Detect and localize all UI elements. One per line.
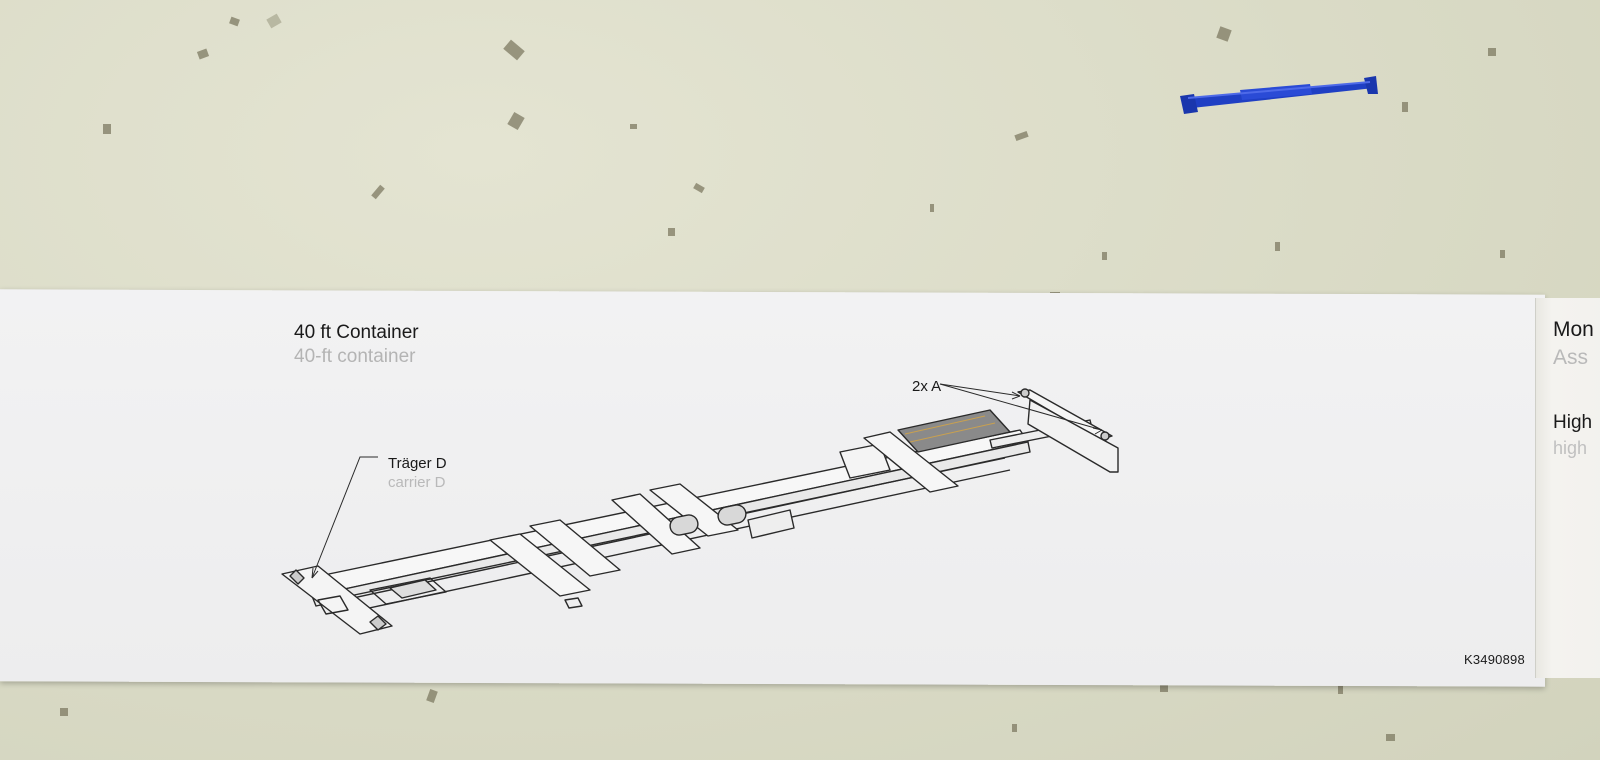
fleck (1102, 252, 1107, 260)
fleck (1338, 684, 1343, 694)
fleck (507, 111, 525, 131)
fleck (1386, 734, 1395, 741)
title-english: 40-ft container (294, 346, 416, 367)
part-a-label: 2x A (912, 378, 942, 395)
carrier-label-german: Träger D (388, 455, 447, 472)
next-sheet-line-4: high (1553, 438, 1588, 458)
fleck (1275, 242, 1280, 251)
blue-plastic-part-icon (1180, 76, 1378, 114)
fleck (1500, 250, 1505, 258)
title-german: 40 ft Container (294, 322, 419, 343)
fleck (266, 13, 282, 29)
fleck (668, 228, 675, 236)
fleck (103, 124, 111, 134)
fleck (371, 184, 385, 200)
fleck (1216, 26, 1232, 42)
fleck (630, 124, 637, 129)
next-sheet-line-1: Mon (1553, 318, 1594, 341)
next-sheet-line-2: Ass (1553, 346, 1589, 369)
next-sheet-line-3: High (1553, 412, 1593, 433)
fleck (930, 204, 934, 212)
fleck (1014, 130, 1029, 142)
next-sheet-text-area: Mon Ass High high (1545, 298, 1600, 678)
fleck (60, 708, 68, 716)
fleck (1160, 684, 1168, 692)
instruction-sheet (0, 289, 1545, 687)
fleck (426, 688, 438, 704)
fleck (196, 48, 210, 60)
fleck (693, 182, 705, 194)
next-instruction-sheet (1535, 298, 1600, 678)
fleck (1488, 48, 1496, 56)
carrier-label-english: carrier D (388, 474, 446, 491)
fleck (503, 39, 525, 61)
fleck (1402, 102, 1408, 112)
fleck (229, 16, 240, 27)
fleck (1012, 724, 1017, 732)
article-code: K3490898 (1464, 652, 1525, 667)
